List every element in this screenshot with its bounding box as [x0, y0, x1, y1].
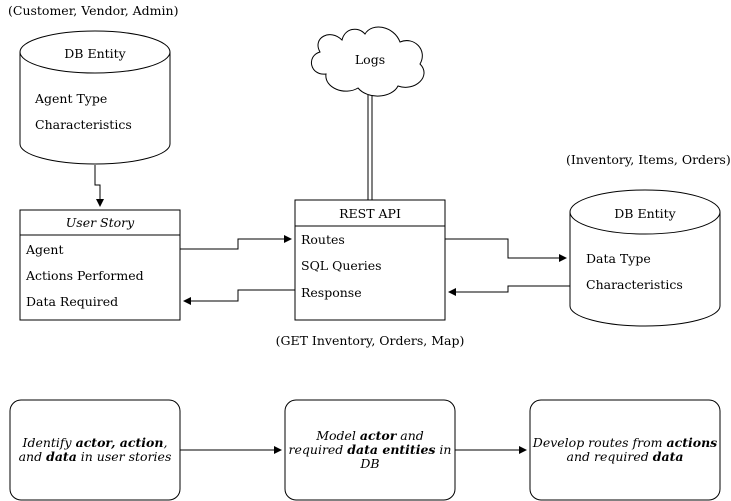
connector-user-story-to-routes: [180, 235, 292, 250]
flow-text-bold: data: [652, 449, 684, 464]
user-story-box: User Story Agent Actions Performed Data …: [19, 209, 181, 321]
user-story-row: Actions Performed: [25, 268, 144, 283]
user-story-row: Data Required: [26, 294, 118, 309]
connector-response-to-user-story: [183, 289, 295, 305]
flow-text: ,: [163, 435, 168, 450]
db-entity-left: (Customer, Vendor, Admin) DB Entity Agen…: [8, 3, 178, 165]
db-right-caption: (Inventory, Items, Orders): [566, 152, 731, 167]
flow-text: in: [435, 442, 452, 457]
flow-text-bold: data entities: [347, 442, 436, 457]
user-story-title: User Story: [66, 215, 135, 230]
flow-text: DB: [360, 456, 380, 471]
db-left-title: DB Entity: [64, 46, 126, 61]
flow-step-text: Model actor and required data entities in…: [289, 429, 452, 471]
rest-api-row: Routes: [301, 232, 345, 247]
rest-api-row: SQL Queries: [301, 258, 382, 273]
flow-text: required: [288, 442, 348, 457]
logs-label: Logs: [355, 52, 385, 67]
rest-api-title: REST API: [339, 206, 401, 221]
db-right-attr: Characteristics: [586, 277, 683, 292]
flow-text-bold: actor: [359, 428, 397, 443]
logs-cloud: Logs: [311, 26, 425, 97]
flow-text: and: [396, 428, 424, 443]
rest-api-row: Response: [301, 285, 362, 300]
flow-text-bold: actor, action: [75, 435, 164, 450]
flow-step-identify: Identify actor, action, and data in user …: [10, 400, 180, 500]
db-left-attr: Characteristics: [35, 117, 132, 132]
connector-db-to-response: [448, 285, 570, 296]
flow-text-bold: actions: [666, 435, 718, 450]
db-right-title: DB Entity: [614, 206, 676, 221]
flow-text: and: [18, 449, 47, 464]
connector-routes-to-db: [445, 238, 567, 262]
flow-step-box: [529, 399, 721, 501]
db-left-caption: (Customer, Vendor, Admin): [8, 3, 178, 18]
flow-text: Develop routes from: [532, 435, 667, 450]
db-right-attr: Data Type: [586, 251, 651, 266]
connector-db-to-user-story: [94, 165, 104, 207]
flow-step-text: Identify actor, action, and data in user …: [19, 436, 172, 464]
rest-api-box: REST API Routes SQL Queries Response (GE…: [276, 199, 465, 348]
flow-step-model: Model actor and required data entities in…: [285, 400, 455, 500]
db-entity-right: (Inventory, Items, Orders) DB Entity Dat…: [566, 152, 731, 327]
user-story-row: Agent: [25, 242, 64, 257]
flow-text: and required: [566, 449, 653, 464]
flow-text: Model: [316, 428, 360, 443]
flow-text: in user stories: [76, 449, 172, 464]
db-left-attr: Agent Type: [34, 91, 107, 106]
rest-api-caption: (GET Inventory, Orders, Map): [276, 333, 465, 348]
flow-text: Identify: [22, 435, 76, 450]
flow-text-bold: data: [46, 449, 77, 464]
